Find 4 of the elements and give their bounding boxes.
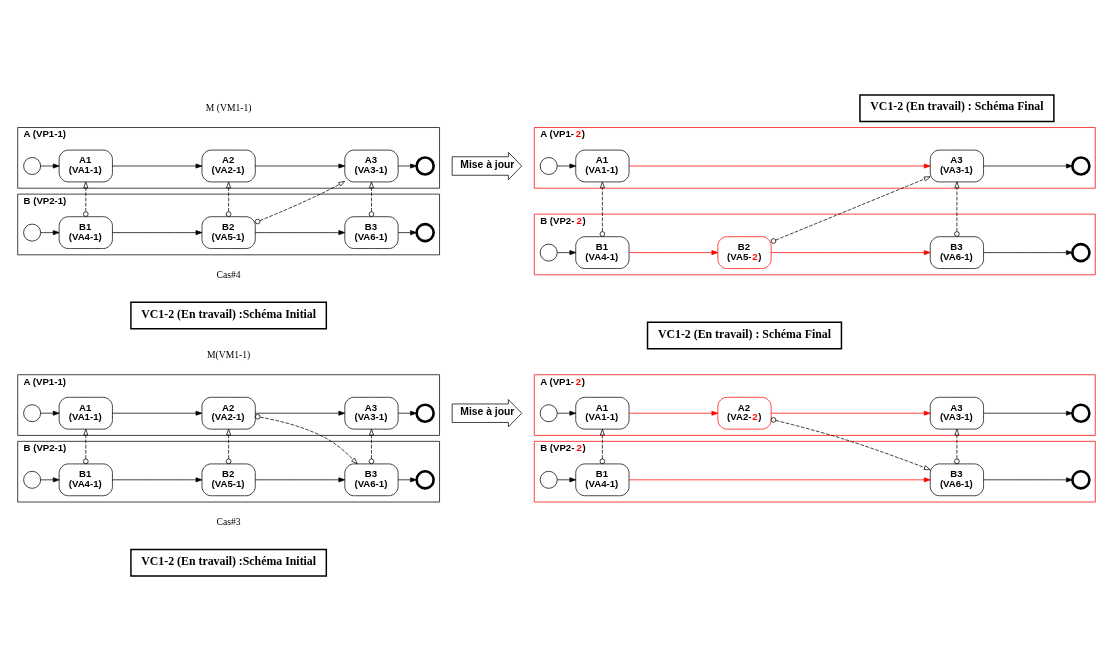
label: M (VM1-1) (205, 101, 252, 113)
label: M(VM1-1) (207, 348, 251, 360)
label: Cas#3 (216, 515, 241, 527)
label: Cas#4 (216, 268, 241, 280)
